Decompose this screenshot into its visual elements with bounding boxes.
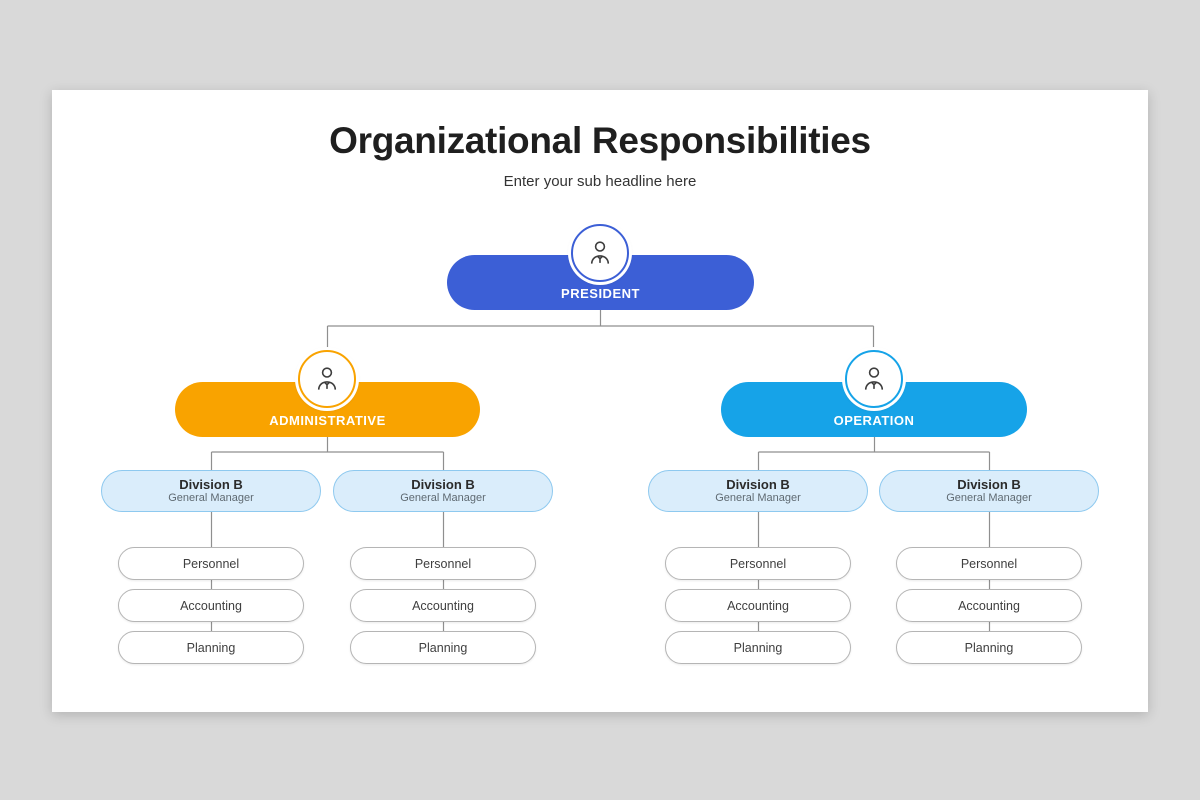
node-task: Planning	[118, 631, 304, 664]
division-subtitle: General Manager	[715, 492, 801, 504]
node-administrative-label: ADMINISTRATIVE	[269, 413, 386, 428]
node-task: Accounting	[896, 589, 1082, 622]
node-task: Accounting	[350, 589, 536, 622]
node-task: Personnel	[896, 547, 1082, 580]
node-president-label: PRESIDENT	[561, 286, 640, 301]
slide-subtitle: Enter your sub headline here	[503, 173, 697, 190]
node-task: Personnel	[118, 547, 304, 580]
node-task: Planning	[350, 631, 536, 664]
node-task: Accounting	[118, 589, 304, 622]
slide-title: Organizational Responsibilities	[329, 120, 871, 161]
node-task: Planning	[896, 631, 1082, 664]
division-title: Division B	[957, 477, 1021, 492]
node-operation-label: OPERATION	[833, 413, 915, 428]
node-task: Planning	[665, 631, 851, 664]
node-division: Division B General Manager	[648, 470, 868, 512]
administrative-person-icon	[298, 350, 356, 408]
division-subtitle: General Manager	[946, 492, 1032, 504]
president-person-icon	[571, 224, 629, 282]
node-division: Division B General Manager	[879, 470, 1099, 512]
division-title: Division B	[411, 477, 475, 492]
slide: Organizational Responsibilities Enter yo…	[52, 90, 1148, 712]
division-title: Division B	[726, 477, 790, 492]
node-task: Personnel	[665, 547, 851, 580]
division-title: Division B	[179, 477, 243, 492]
node-division: Division B General Manager	[333, 470, 553, 512]
node-task: Accounting	[665, 589, 851, 622]
node-task: Personnel	[350, 547, 536, 580]
division-subtitle: General Manager	[400, 492, 486, 504]
operation-person-icon	[845, 350, 903, 408]
node-division: Division B General Manager	[101, 470, 321, 512]
division-subtitle: General Manager	[168, 492, 254, 504]
